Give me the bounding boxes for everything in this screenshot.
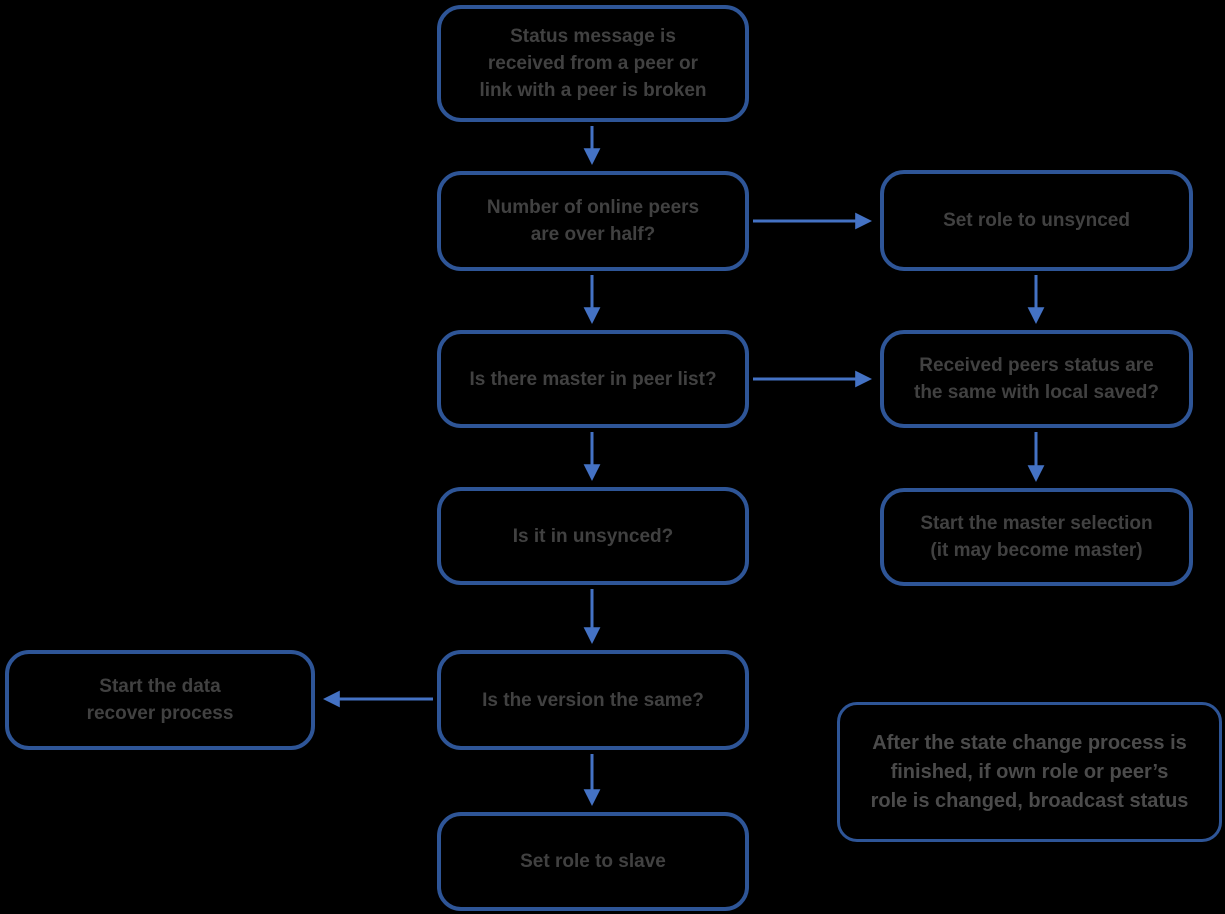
- node-start-data-recover: Start the data recover process: [5, 650, 315, 750]
- node-note-broadcast-status: After the state change process is finish…: [837, 702, 1222, 842]
- node-master-in-list-label: Is there master in peer list?: [469, 368, 717, 390]
- node-online-peers-label: Number of online peers are over half?: [486, 197, 700, 245]
- node-set-role-unsynced: Set role to unsynced: [880, 170, 1193, 271]
- node-decision-is-it-in-unsynced: Is it in unsynced?: [437, 487, 749, 585]
- node-data-recover-label: Start the data recover process: [86, 676, 234, 724]
- node-version-same-label: Is the version the same?: [482, 689, 704, 711]
- node-set-role-slave: Set role to slave: [437, 812, 749, 911]
- node-peers-status-label: Received peers status are the same with …: [914, 355, 1159, 403]
- node-master-selection-label: Start the master selection (it may becom…: [920, 513, 1153, 561]
- node-decision-master-in-peer-list: Is there master in peer list?: [437, 330, 749, 428]
- node-decision-peers-status-same: Received peers status are the same with …: [880, 330, 1193, 428]
- node-start-status-message: Status message is received from a peer o…: [437, 5, 749, 122]
- node-note-label: After the state change process is finish…: [870, 731, 1189, 812]
- node-decision-online-peers-over-half: Number of online peers are over half?: [437, 171, 749, 271]
- node-start-master-selection: Start the master selection (it may becom…: [880, 488, 1193, 586]
- node-start-label: Status message is received from a peer o…: [479, 26, 707, 101]
- node-set-unsynced-label: Set role to unsynced: [943, 210, 1130, 231]
- node-in-unsynced-label: Is it in unsynced?: [512, 525, 674, 547]
- node-decision-version-same: Is the version the same?: [437, 650, 749, 750]
- node-set-slave-label: Set role to slave: [520, 851, 666, 872]
